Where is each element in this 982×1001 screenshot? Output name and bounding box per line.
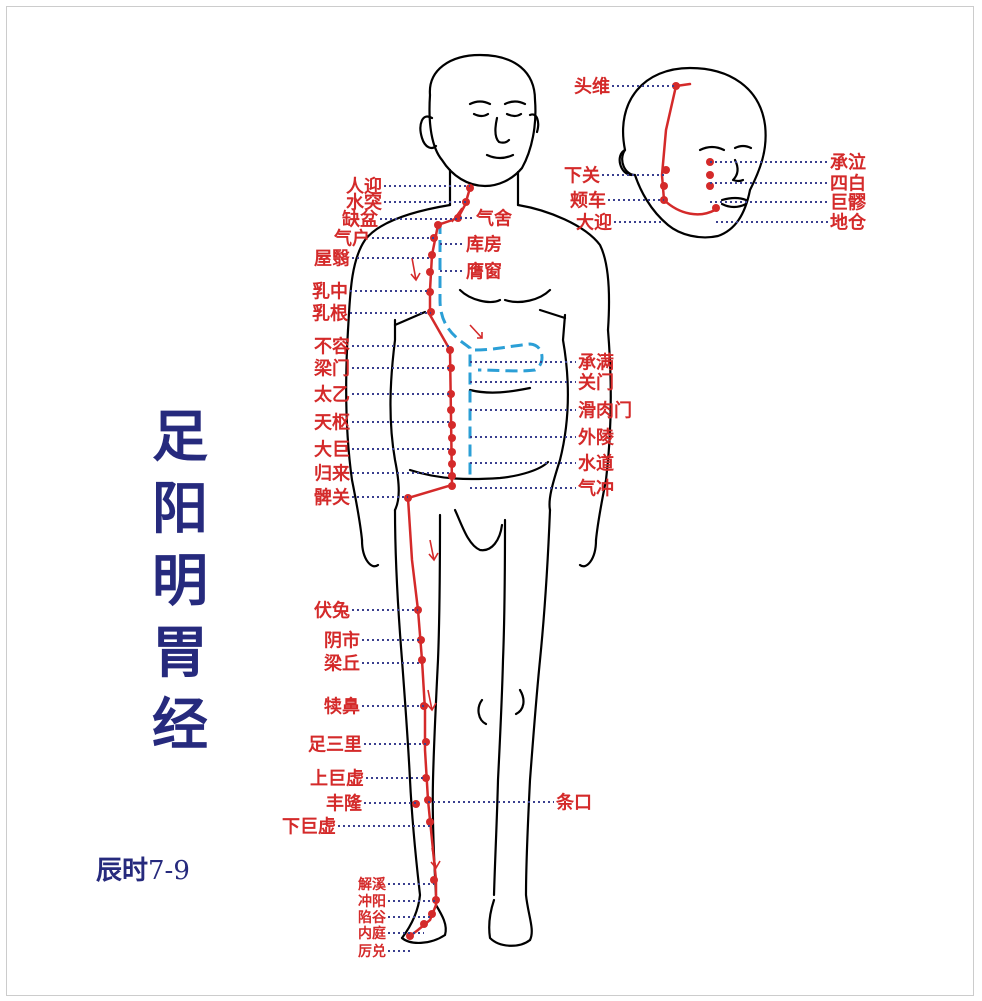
acupoint-label: 四白 <box>830 172 866 194</box>
title-char: 足 <box>140 392 220 473</box>
acupoint-label: 太乙 <box>314 383 350 405</box>
title-char: 明 <box>140 536 220 617</box>
acupoint-label: 陷谷 <box>358 909 387 926</box>
acupoint-label: 头维 <box>574 75 610 97</box>
acupoint-label: 内庭 <box>358 925 387 942</box>
acupoint-label: 下巨虚 <box>282 815 336 837</box>
acupoint-label: 大迎 <box>576 211 612 233</box>
acupoint-label: 缺盆 <box>341 208 379 230</box>
acupoint-label: 大巨 <box>314 438 350 460</box>
acupoint-label: 冲阳 <box>358 893 386 910</box>
acupoint-label: 巨髎 <box>830 192 867 213</box>
acupoint-label: 犊鼻 <box>324 695 360 717</box>
point-labels: 头维下关颊车大迎承泣四白巨髎地仓人迎水突缺盆气户屋翳乳中乳根不容梁门太乙天枢大巨… <box>282 75 867 960</box>
acupoint-label: 滑肉门 <box>578 399 632 421</box>
acupoint-label: 屋翳 <box>314 248 350 269</box>
acupoint-label: 库房 <box>466 233 502 255</box>
acupoint-label: 髀关 <box>314 486 350 508</box>
acupoint-label: 气户 <box>333 227 370 249</box>
time-label-prefix: 辰时 <box>96 856 148 886</box>
acupoint-label: 归来 <box>314 462 351 484</box>
time-label-hours: 7-9 <box>148 856 190 886</box>
acupoint-label: 丰隆 <box>326 792 363 814</box>
acupoint-label: 气舍 <box>475 207 513 229</box>
acupoint-label: 足三里 <box>308 734 362 755</box>
acupoint-label: 关门 <box>578 371 614 393</box>
acupoint-label: 承泣 <box>830 151 866 173</box>
acupoint-label: 阴市 <box>324 629 360 651</box>
title-char: 阳 <box>140 464 220 545</box>
acupoint-label: 梁丘 <box>323 652 360 674</box>
acupoint-label: 厉兑 <box>358 943 386 960</box>
time-label: 辰时7-9 <box>96 850 190 887</box>
acupoint-label: 不容 <box>314 335 350 357</box>
acupoint-label: 乳根 <box>312 302 348 324</box>
acupoint-label: 膺窗 <box>466 260 502 282</box>
acupoint-label: 承满 <box>578 351 614 373</box>
title-char: 经 <box>140 680 220 761</box>
acupoint-label: 地仓 <box>830 211 867 233</box>
acupoint-label: 颊车 <box>570 189 606 211</box>
acupoint-label: 伏兔 <box>314 599 350 621</box>
acupoint-label: 梁门 <box>313 357 350 379</box>
direction-arrows <box>411 208 482 868</box>
acupoint-label: 条口 <box>555 791 592 813</box>
acupoint-label: 气冲 <box>577 477 614 499</box>
acupoint-label: 外陵 <box>578 426 615 448</box>
acupoint-label: 天枢 <box>314 412 350 433</box>
acupoint-label: 乳中 <box>312 280 348 302</box>
face-inset-outline <box>620 68 766 237</box>
acupoint-label: 下关 <box>564 164 600 186</box>
acupoint-label: 解溪 <box>358 876 387 893</box>
acupoint-label: 上巨虚 <box>310 767 364 789</box>
acupoint-label: 水道 <box>578 452 614 474</box>
title-char: 胃 <box>140 608 220 689</box>
